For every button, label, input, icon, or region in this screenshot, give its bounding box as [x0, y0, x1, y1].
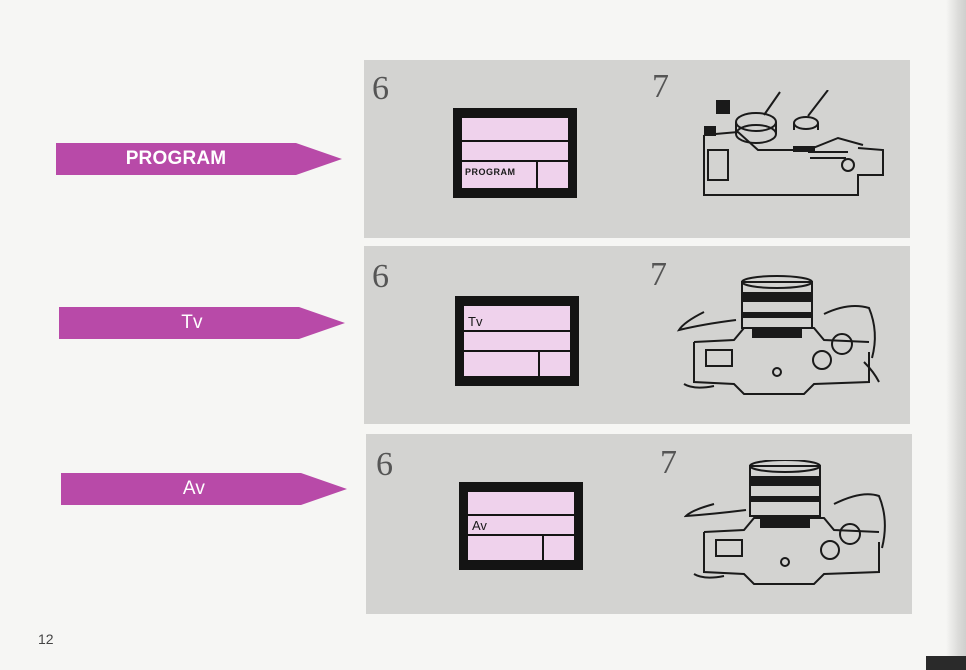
display-mode-text: Av [472, 518, 487, 533]
mode-arrow-av: Av [61, 473, 347, 505]
viewfinder-display: PROGRAM [453, 108, 577, 198]
mode-arrow-program: PROGRAM [56, 143, 342, 175]
step-number-7: 7 [660, 446, 677, 480]
viewfinder-screen: PROGRAM [462, 118, 568, 188]
display-mode-text: PROGRAM [465, 167, 516, 177]
step-number-7: 7 [652, 70, 669, 104]
panel-program: 6 7 PROGRAM [364, 60, 910, 238]
viewfinder-screen: Av [468, 492, 574, 560]
step-number-6: 6 [372, 72, 389, 106]
step-number-6: 6 [372, 260, 389, 294]
viewfinder-display: Tv [455, 296, 579, 386]
page-number: 12 [38, 631, 54, 647]
viewfinder-display: Av [459, 482, 583, 570]
camera-hands-lens-illustration [674, 272, 884, 402]
camera-top-dial-illustration [698, 90, 888, 202]
camera-hands-lens-illustration [684, 460, 894, 590]
viewfinder-screen: Tv [464, 306, 570, 376]
step-number-6: 6 [376, 448, 393, 482]
page-edge-shadow [946, 0, 966, 670]
mode-arrow-tv: Tv [59, 307, 345, 339]
step-number-7: 7 [650, 258, 667, 292]
panel-av: 6 7 Av [366, 434, 912, 614]
display-mode-text: Tv [468, 314, 482, 329]
mode-label-program: PROGRAM [126, 148, 227, 170]
page-corner-shadow [926, 656, 966, 670]
mode-label-av: Av [183, 478, 205, 500]
panel-tv: 6 7 Tv [364, 246, 910, 424]
mode-label-tv: Tv [181, 312, 203, 334]
